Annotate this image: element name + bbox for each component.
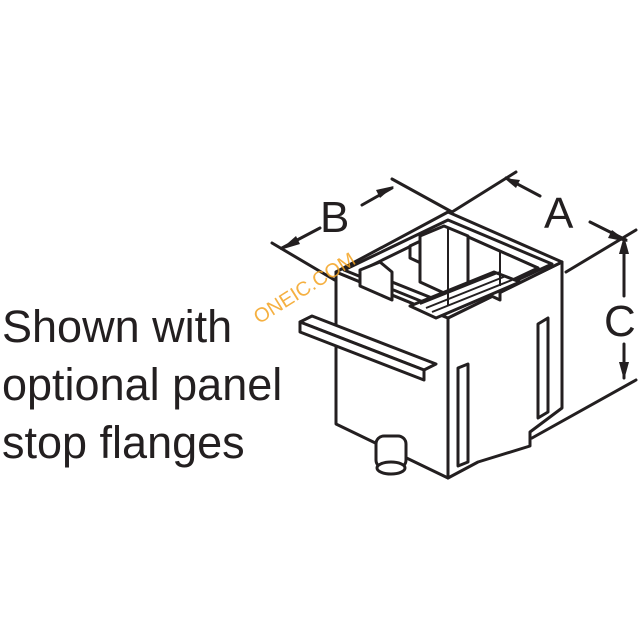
caption-line-1: Shown with xyxy=(2,301,233,352)
contact-line-2 xyxy=(425,275,507,309)
connector-contacts xyxy=(408,270,522,320)
panel-stop-flange-face xyxy=(298,320,426,382)
arrowhead-c-bottom xyxy=(619,362,629,380)
caption-line-2: optional panel xyxy=(2,359,283,410)
extension-line-b-right xyxy=(390,177,454,214)
side-rib-1 xyxy=(456,362,470,468)
dimension-label-b: B xyxy=(320,193,350,242)
arrowhead-a-right xyxy=(608,230,628,242)
arrowhead-b-right xyxy=(376,186,394,198)
dimension-label-a: A xyxy=(544,189,574,238)
arrowhead-b-left xyxy=(280,236,300,250)
connector-key-tab xyxy=(418,224,470,306)
mounting-peg-tip xyxy=(375,460,407,476)
dimension-label-c: C xyxy=(604,297,636,346)
side-rib-2 xyxy=(536,316,550,420)
connector-side-face xyxy=(446,260,564,480)
contact-line-1 xyxy=(419,271,501,305)
connector-latch xyxy=(358,260,394,302)
arrowhead-c-top xyxy=(619,236,629,254)
caption-line-3: stop flanges xyxy=(2,417,245,468)
contact-line-3 xyxy=(431,279,513,313)
extension-line-c-bottom xyxy=(530,378,638,440)
arrowhead-a-left xyxy=(504,178,520,188)
extension-line-b-left xyxy=(270,241,340,284)
caption: Shown with optional panel stop flanges xyxy=(2,298,332,472)
